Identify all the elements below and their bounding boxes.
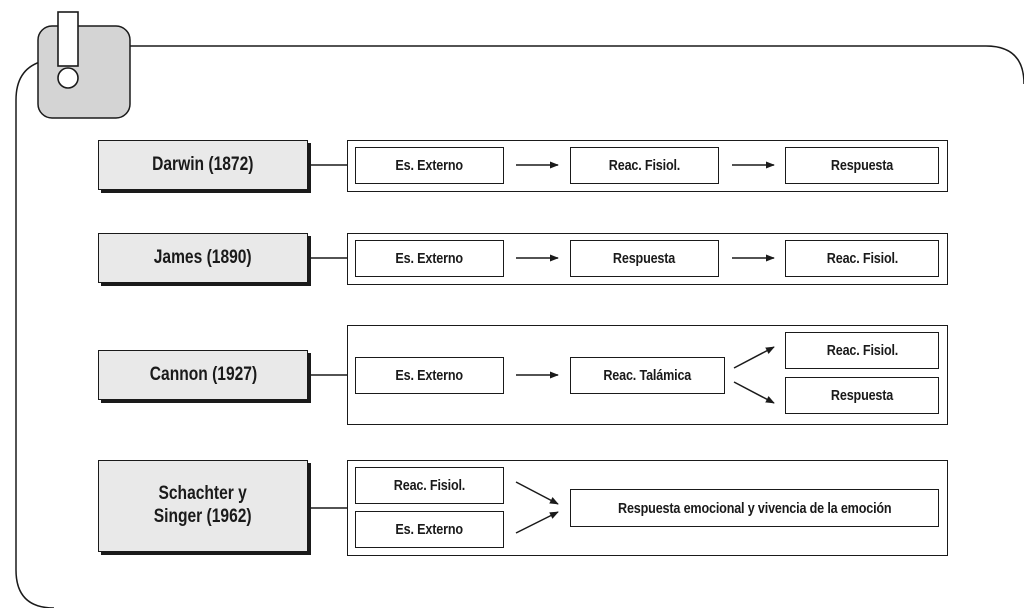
input-schachter-1: Reac. Fisiol.: [355, 467, 504, 504]
exclamation-tab-icon: [37, 11, 131, 119]
step-darwin-3: Respuesta: [785, 147, 939, 184]
step-darwin-1: Es. Externo: [355, 147, 504, 184]
author-james: James (1890): [98, 233, 308, 283]
author-darwin: Darwin (1872): [98, 140, 308, 190]
step-james-1: Es. Externo: [355, 240, 504, 277]
rounded-panel-left-top: [15, 61, 41, 101]
step-darwin-2: Reac. Fisiol.: [570, 147, 719, 184]
author-schachter-singer: Schachter y Singer (1962): [98, 460, 308, 552]
input-schachter-2: Es. Externo: [355, 511, 504, 548]
step-james-2: Respuesta: [570, 240, 719, 277]
branch-cannon-1: Reac. Fisiol.: [785, 332, 939, 369]
step-james-3: Reac. Fisiol.: [785, 240, 939, 277]
branch-cannon-2: Respuesta: [785, 377, 939, 414]
step-cannon-2: Reac. Talámica: [570, 357, 725, 394]
result-schachter-singer: Respuesta emocional y vivencia de la emo…: [570, 489, 939, 527]
step-cannon-1: Es. Externo: [355, 357, 504, 394]
author-cannon: Cannon (1927): [98, 350, 308, 400]
